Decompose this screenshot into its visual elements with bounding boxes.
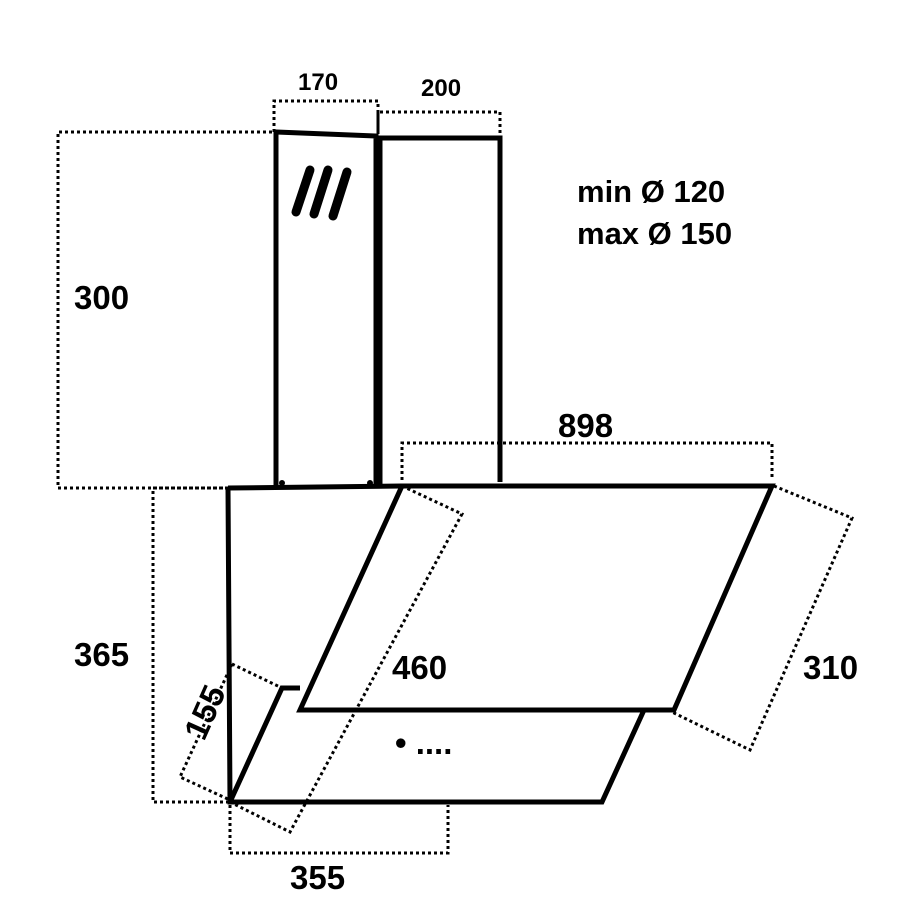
lower-front-edge xyxy=(227,685,300,804)
chimney-slots-icon xyxy=(291,165,352,221)
label-hood-width: 898 xyxy=(558,407,613,444)
duct-min-label: min Ø 120 xyxy=(577,174,725,209)
chimney-front xyxy=(273,129,379,486)
label-bottom-edge: 155 xyxy=(177,679,233,744)
screw-left-icon xyxy=(279,480,285,486)
label-chimney-side-width: 200 xyxy=(421,75,461,102)
dimension-guides xyxy=(56,99,854,855)
label-panel-depth: 310 xyxy=(803,649,858,686)
hood-height-guide xyxy=(151,486,228,804)
hood-outline xyxy=(225,129,776,805)
glass-panel-length-guide xyxy=(231,484,465,834)
label-hood-height: 365 xyxy=(74,636,129,673)
label-glass-panel-length: 460 xyxy=(392,649,447,686)
chimney-side-width-guide xyxy=(376,110,502,134)
hood-body xyxy=(225,483,647,805)
hood-width-guide xyxy=(400,441,774,480)
hood-depth-guide xyxy=(228,805,450,855)
panel-depth-guide xyxy=(671,484,854,753)
label-chimney-front-width: 170 xyxy=(298,69,338,96)
chimney-height-guide xyxy=(56,130,272,490)
screw-right-icon xyxy=(367,480,373,486)
control-panel-indicator: • .... xyxy=(395,724,452,761)
label-chimney-height: 300 xyxy=(74,279,129,316)
duct-max-label: max Ø 150 xyxy=(577,216,732,251)
chimney-side xyxy=(377,135,503,486)
glass-panel xyxy=(296,483,776,713)
label-hood-depth: 355 xyxy=(290,859,345,896)
chimney-front-width-guide xyxy=(272,99,380,132)
